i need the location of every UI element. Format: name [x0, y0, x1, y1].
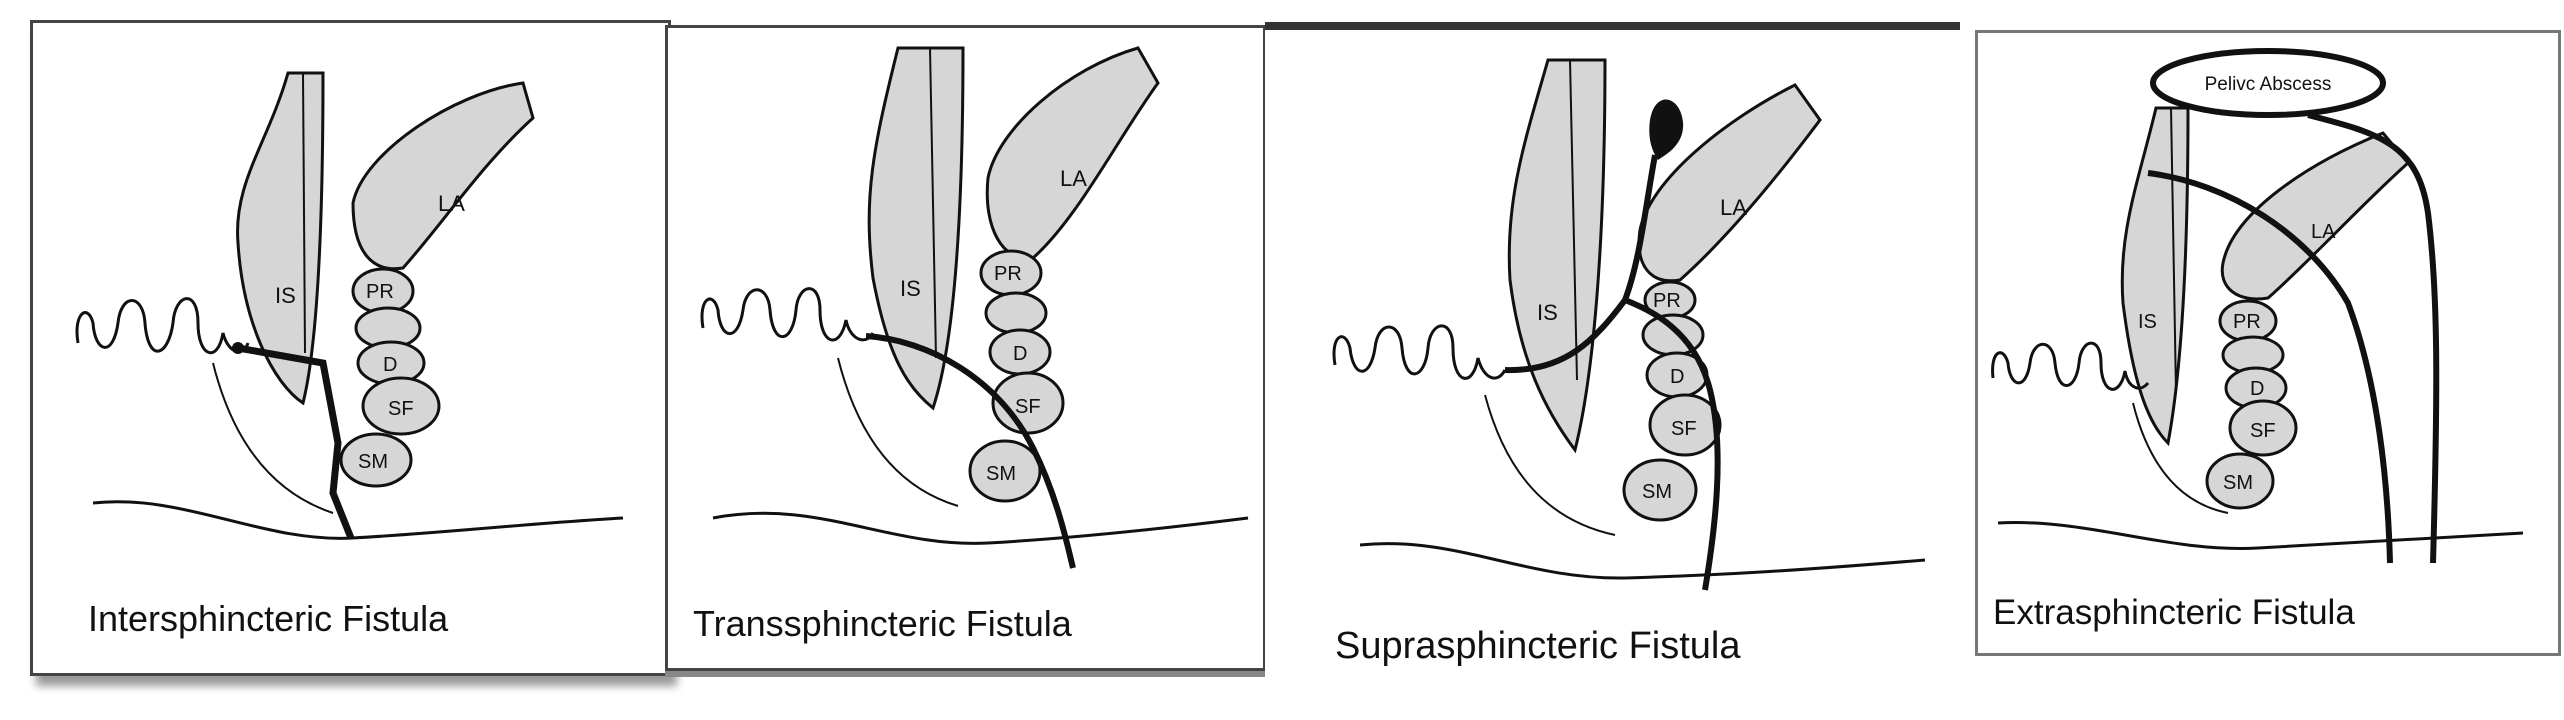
internal-sphincter — [236, 71, 325, 406]
label-pr: PR — [1653, 290, 1681, 312]
panel-extrasphincteric: Pelivc Abscess IS LA PR D SF SM Extrasph… — [1975, 30, 2561, 656]
superficial-sphincter — [361, 376, 441, 436]
diagram-extrasphincteric: Pelivc Abscess IS LA PR D SF SM — [1991, 48, 2524, 564]
abscess-pocket — [1649, 99, 1684, 160]
diagram-suprasphincteric: IS LA PR D SF SM — [1332, 58, 1926, 591]
label-sm: SM — [358, 451, 388, 473]
abscess-label: Pelivc Abscess — [2205, 74, 2332, 95]
label-sf: SF — [1015, 396, 1041, 418]
levator-ani — [2220, 131, 2411, 301]
fistula-tract — [1504, 154, 1721, 591]
superficial-sphincter — [2228, 399, 2298, 457]
panel-intersphincteric: IS LA PR D SF SM Intersphincteric Fistul… — [30, 20, 671, 676]
levator-ani — [985, 46, 1160, 260]
label-sm: SM — [2223, 472, 2253, 494]
diagram-transsphincteric: IS LA PR D SF SM — [700, 46, 1249, 569]
fistula-tract — [237, 344, 355, 540]
subcutaneous-sphincter — [2205, 452, 2275, 510]
fistula-tract-inner — [2147, 170, 2393, 564]
subcutaneous-sphincter — [1622, 458, 1698, 522]
caption-extrasphincteric: Extrasphincteric Fistula — [1993, 593, 2355, 632]
skin-line — [92, 500, 624, 540]
label-la: LA — [1720, 195, 1747, 220]
skin-line — [1359, 542, 1926, 580]
label-d: D — [383, 354, 397, 376]
internal-sphincter — [1507, 58, 1607, 454]
skin-line — [1997, 521, 2524, 550]
label-pr: PR — [366, 281, 394, 303]
superficial-sphincter — [1648, 393, 1722, 457]
label-la: LA — [438, 191, 465, 216]
label-is: IS — [2138, 311, 2157, 333]
label-la: LA — [1060, 166, 1087, 191]
label-sf: SF — [388, 398, 414, 420]
label-pr: PR — [2233, 311, 2261, 333]
subcutaneous-sphincter — [968, 439, 1042, 503]
caption-intersphincteric: Intersphincteric Fistula — [88, 598, 449, 639]
internal-sphincter — [867, 46, 965, 411]
label-is: IS — [1537, 300, 1558, 325]
anal-crypts — [1991, 341, 2150, 391]
subcutaneous-sphincter — [339, 432, 413, 488]
levator-ani — [1637, 83, 1822, 283]
pelvic-abscess — [2150, 48, 2386, 118]
caption-transsphincteric: Transsphincteric Fistula — [693, 603, 1072, 644]
label-sm: SM — [1642, 481, 1672, 503]
label-pr: PR — [994, 263, 1022, 285]
label-la: LA — [2311, 221, 2336, 243]
fistula-tract-outer — [2307, 112, 2440, 564]
fistula-tract — [865, 333, 1076, 569]
diagram-intersphincteric: IS LA PR D SF SM — [75, 71, 624, 540]
label-is: IS — [900, 276, 921, 301]
label-is: IS — [275, 283, 296, 308]
anal-crypts — [1332, 324, 1507, 380]
anal-crypts — [700, 287, 875, 342]
anal-crypts — [75, 297, 250, 355]
label-sm: SM — [986, 463, 1016, 485]
panel-suprasphincteric: IS LA PR D SF SM Suprasphincteric Fistul… — [1265, 22, 1960, 680]
levator-ani — [351, 81, 535, 271]
label-sf: SF — [2250, 420, 2276, 442]
label-d: D — [1670, 366, 1684, 388]
label-sf: SF — [1671, 418, 1697, 440]
label-d: D — [2250, 378, 2264, 400]
panel-transsphincteric: IS LA PR D SF SM Transsphincteric Fistul… — [665, 25, 1266, 671]
internal-sphincter — [2120, 106, 2190, 447]
skin-line — [712, 511, 1249, 545]
caption-suprasphincteric: Suprasphincteric Fistula — [1335, 625, 1741, 667]
label-d: D — [1013, 343, 1027, 365]
